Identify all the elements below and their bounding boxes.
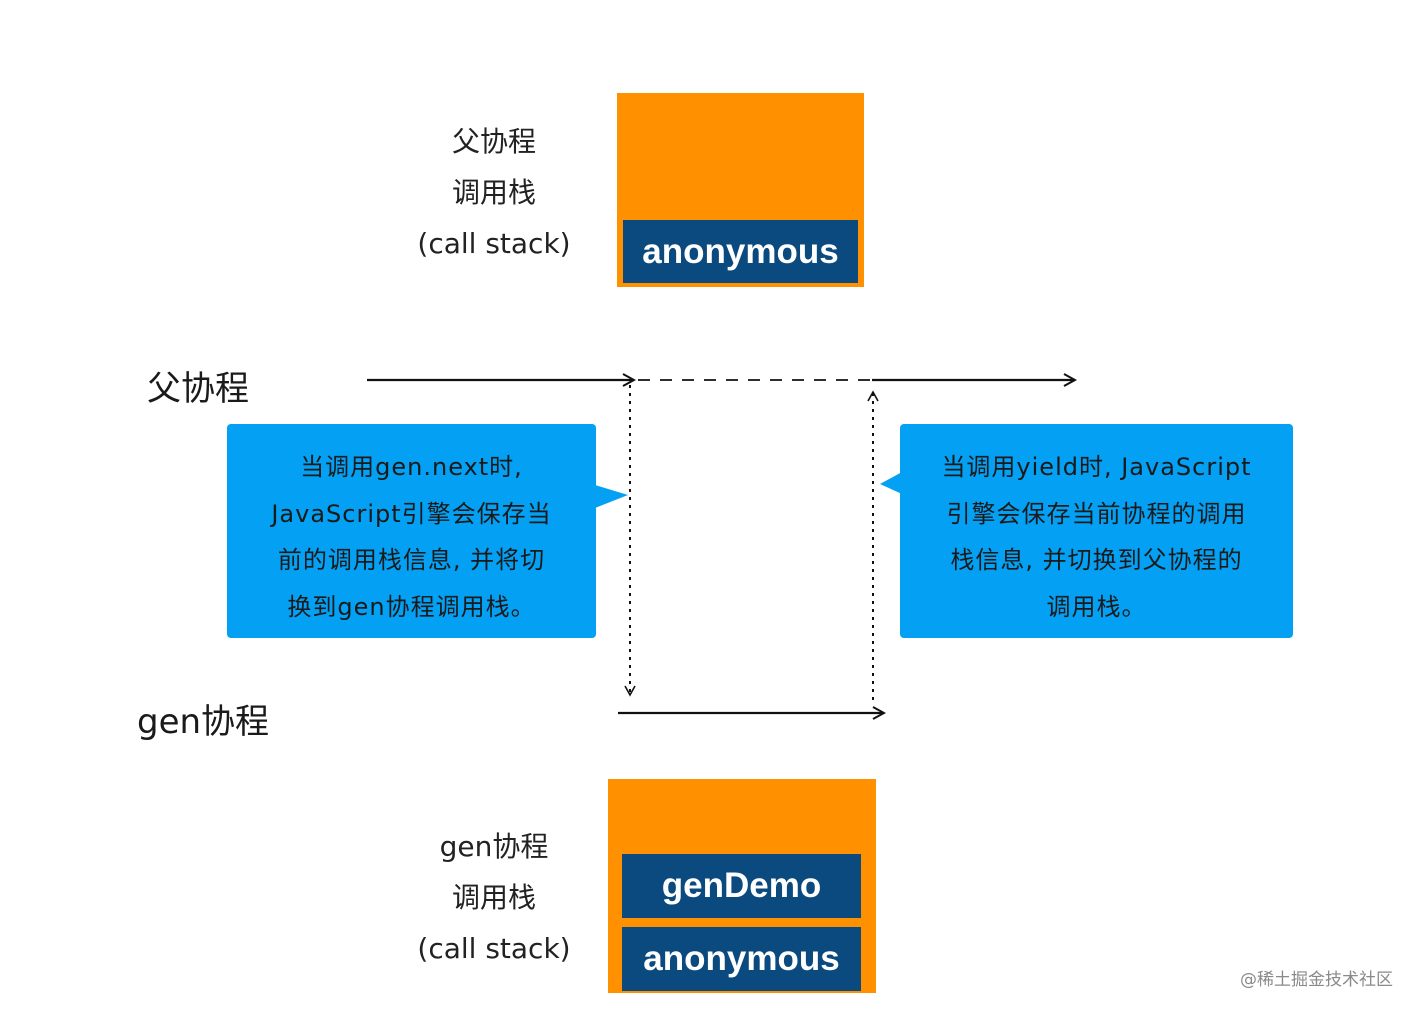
watermark: @稀土掘金技术社区	[1240, 970, 1393, 990]
callout-yield: 当调用yield时, JavaScript 引擎会保存当前协程的调用 栈信息, …	[900, 424, 1293, 638]
parent-call-stack: anonymous	[617, 93, 864, 287]
gen-call-stack: genDemo anonymous	[608, 779, 876, 993]
parent-coroutine-label: 父协程	[147, 369, 249, 409]
gen-stack-label-line-3: (call stack)	[417, 932, 571, 965]
callout-next-line-4: 换到gen协程调用栈。	[287, 592, 536, 621]
parent-stack-label-line-2: 调用栈	[451, 176, 536, 209]
callout-next-line-3: 前的调用栈信息, 并将切	[277, 546, 546, 574]
callout-yield-line-1: 当调用yield时, JavaScript	[941, 453, 1252, 481]
gen-stack-label: gen协程 调用栈 (call stack)	[400, 821, 588, 974]
parent-stack-label-line-1: 父协程	[451, 125, 536, 158]
gen-frame-anonymous: anonymous	[622, 927, 861, 991]
callout-yield-line-2: 引擎会保存当前协程的调用	[946, 499, 1247, 528]
callout-next-line-2: JavaScript引擎会保存当	[271, 499, 552, 528]
callout-gen-next: 当调用gen.next时, JavaScript引擎会保存当 前的调用栈信息, …	[227, 424, 596, 638]
parent-frame-anonymous: anonymous	[623, 220, 858, 283]
parent-stack-label: 父协程 调用栈 (call stack)	[400, 116, 588, 269]
gen-frame-gendemo: genDemo	[622, 854, 861, 918]
callout-yield-line-3: 栈信息, 并切换到父协程的	[950, 546, 1243, 574]
gen-coroutine-label: gen协程	[137, 702, 270, 742]
callout-next-pointer	[595, 485, 628, 508]
gen-stack-label-line-2: 调用栈	[451, 881, 536, 914]
callout-yield-line-4: 调用栈。	[1046, 592, 1147, 621]
callout-yield-pointer	[880, 472, 902, 494]
gen-stack-label-line-1: gen协程	[439, 830, 549, 863]
callout-next-line-1: 当调用gen.next时,	[300, 453, 523, 481]
parent-stack-label-line-3: (call stack)	[417, 227, 571, 260]
